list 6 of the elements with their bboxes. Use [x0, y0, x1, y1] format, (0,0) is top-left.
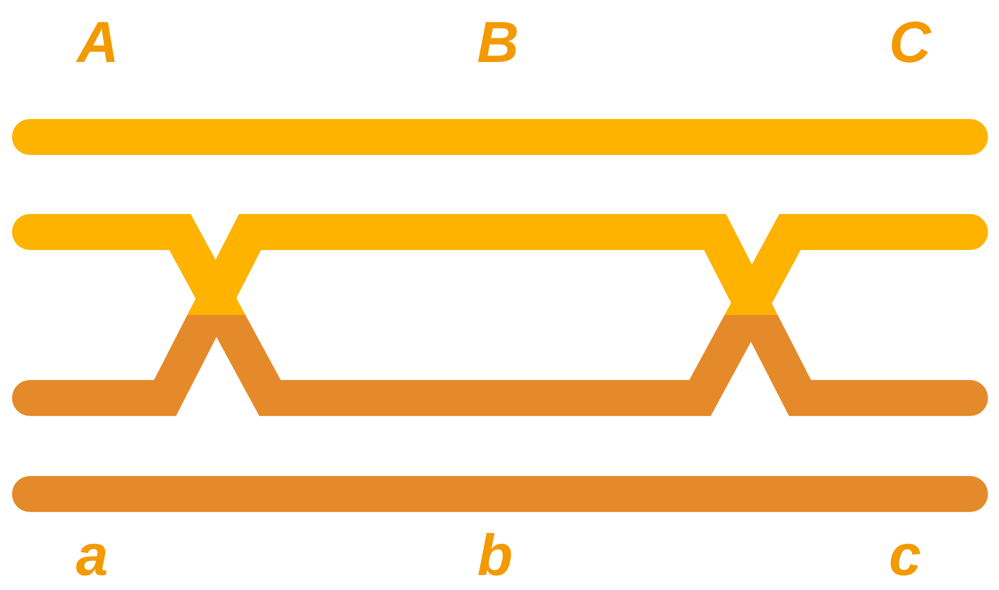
allele-label: A — [77, 14, 119, 72]
allele-label: B — [477, 14, 519, 72]
allele-label: a — [76, 527, 108, 585]
allele-label: C — [889, 14, 931, 72]
allele-label: b — [477, 527, 513, 585]
allele-label: c — [888, 527, 922, 585]
